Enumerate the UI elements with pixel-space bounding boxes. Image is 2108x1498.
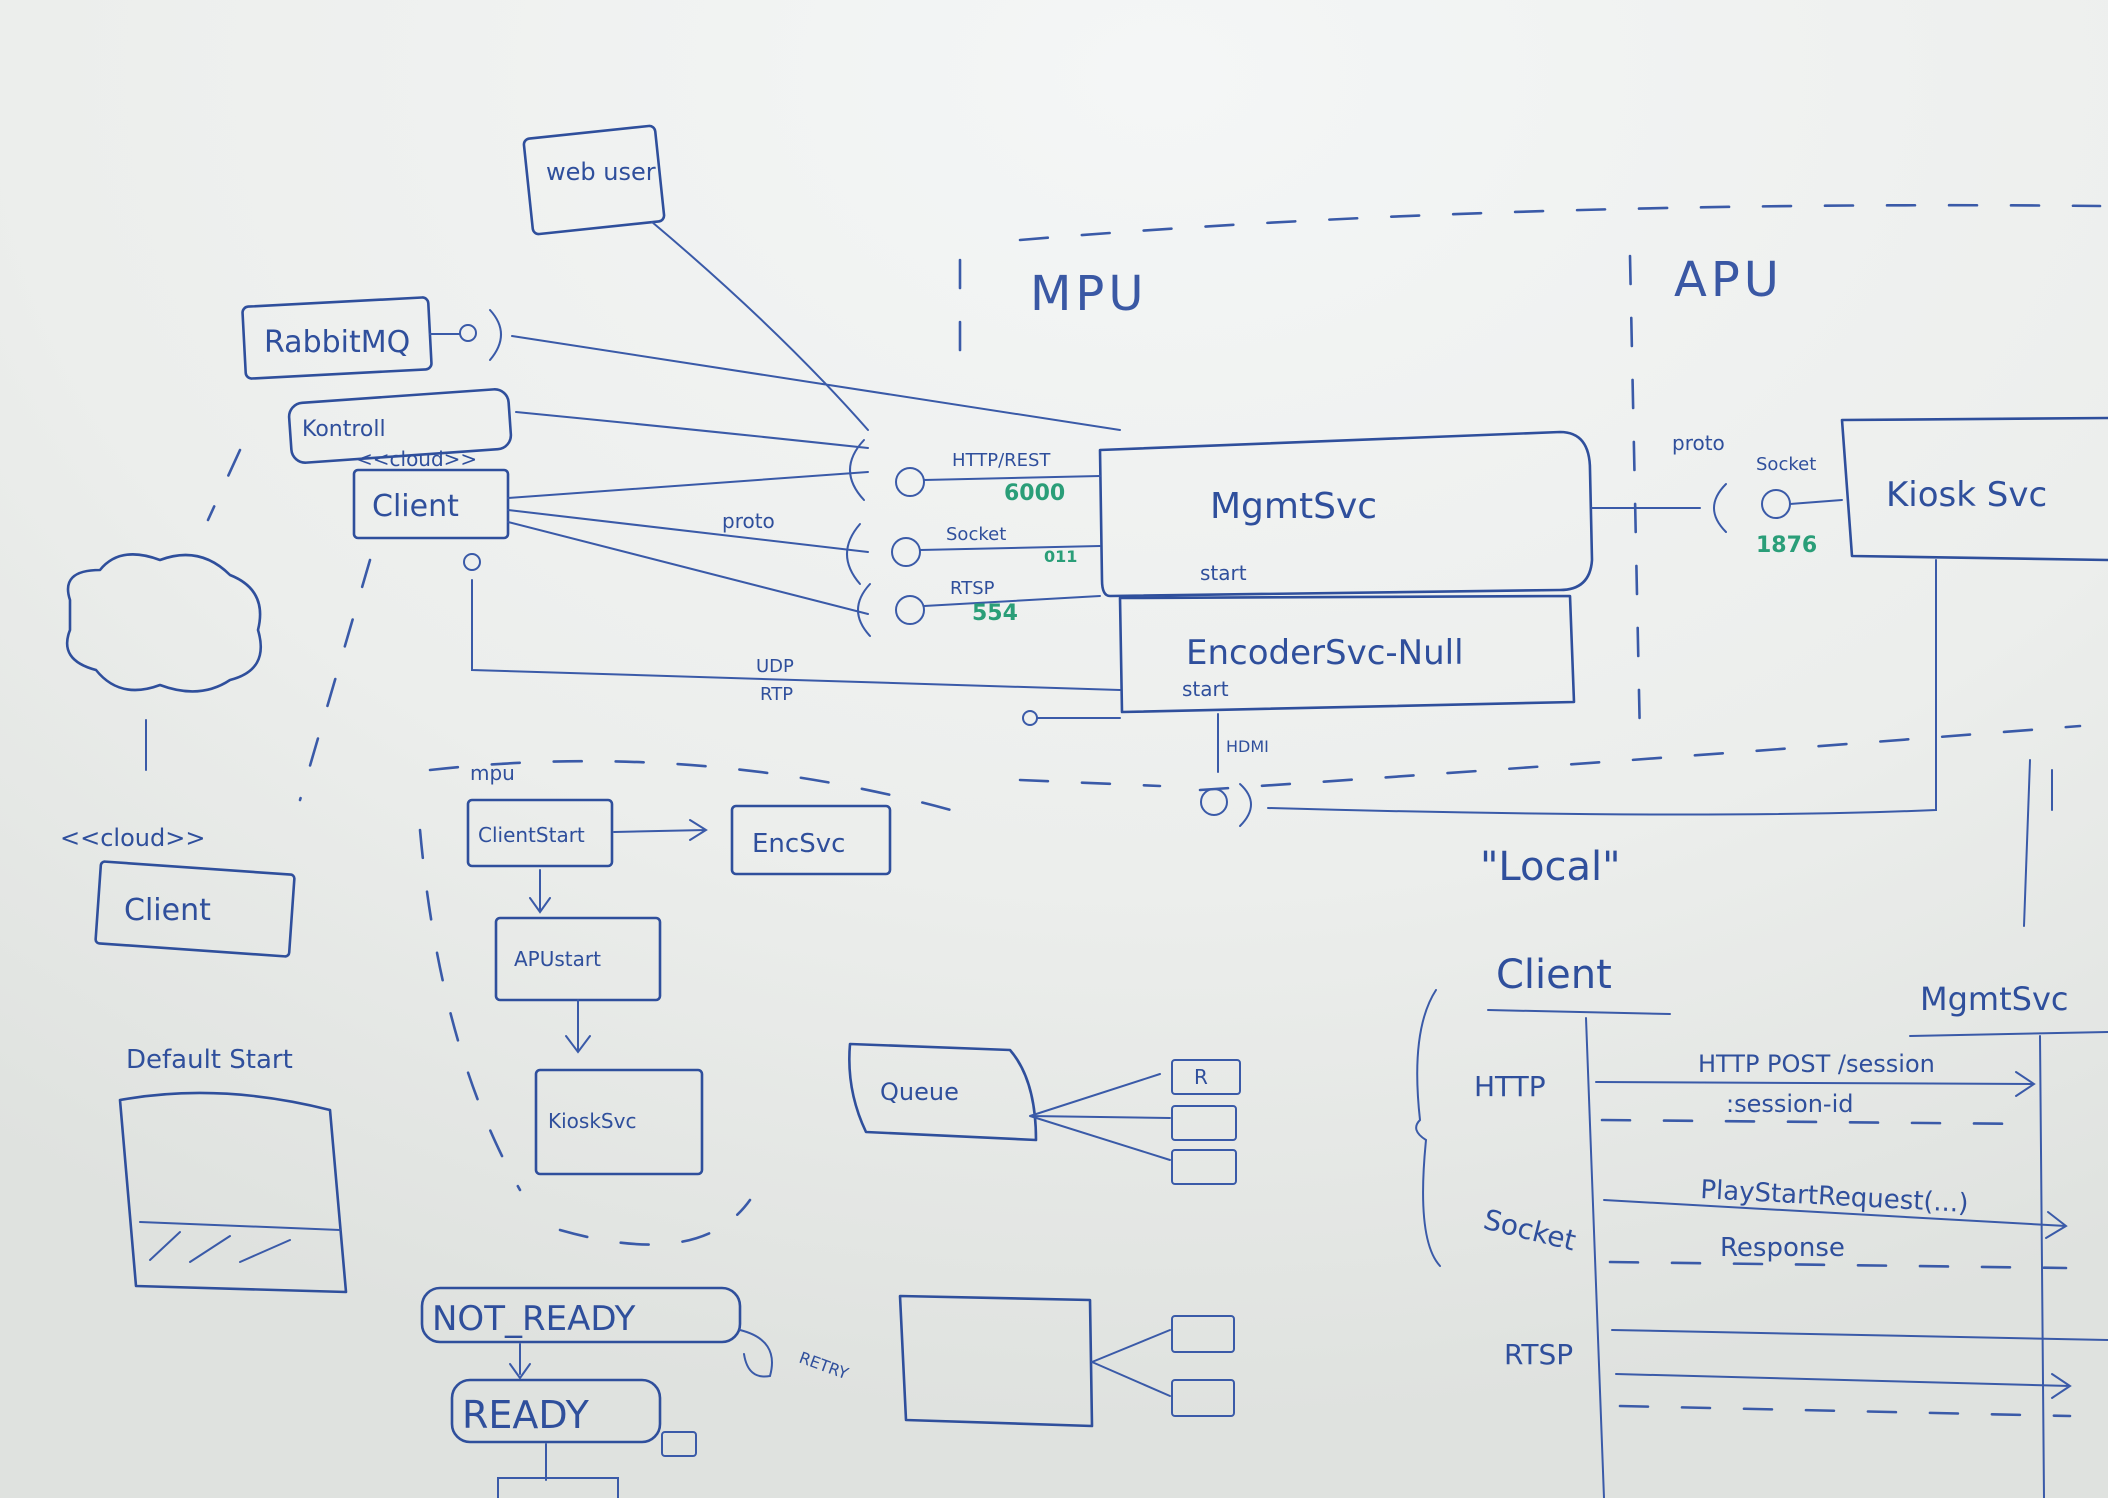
encodersvc-box: EncoderSvc-Null start (1118, 594, 1576, 714)
client-left-label: Client (124, 893, 211, 928)
client-lifeline (1585, 1017, 1605, 1498)
ready-state: READY (450, 1378, 662, 1444)
mgmtsvc-box: MgmtSvc start (1098, 430, 1594, 598)
socket-mid-label: Socket (946, 524, 1006, 545)
not-ready-label: NOT_READY (432, 1299, 636, 1339)
mpu-label: MPU (1030, 266, 1148, 322)
playstart-arrow (1603, 1199, 2068, 1239)
default-start-label: Default Start (126, 1045, 293, 1075)
client-rtsp-line (507, 521, 869, 615)
mgmtsvc-lifeline (2039, 1035, 2045, 1498)
web-user-box: web user (522, 124, 666, 236)
interface-socket: Socket 011 (846, 523, 1101, 585)
web-user-label: web user (546, 158, 656, 186)
response-return (1608, 1260, 2068, 1270)
local-label: "Local" (1480, 844, 1620, 890)
not-ready-state: NOT_READY (420, 1286, 742, 1344)
interface-rtsp: RTSP 554 (857, 578, 1101, 637)
port-socket-top-label: 1876 (1756, 533, 1817, 558)
mpu-apu-boundary-top (1018, 203, 2102, 242)
udp-label: UDP (756, 656, 794, 677)
client-left-box: Client (94, 860, 296, 958)
http-post-label: HTTP POST /session (1698, 1050, 1935, 1078)
default-start-box (118, 1091, 348, 1294)
rabbitmq-line (511, 335, 1121, 431)
udp-rtp-line (471, 579, 1121, 691)
seq-client-label: Client (1496, 952, 1612, 998)
mpu-apu-divider (1628, 254, 1642, 742)
seq-http-label: HTTP (1474, 1070, 1546, 1103)
proto-mid-label: proto (722, 509, 775, 533)
queue-r-label: R (1194, 1065, 1208, 1089)
interface-http: HTTP/REST 6000 (849, 439, 1101, 506)
kontroll-line (515, 411, 869, 449)
client-http-line (507, 471, 869, 499)
rtp-label: RTP (760, 684, 793, 705)
port-socket-mid-label: 011 (1044, 547, 1077, 566)
kiosksvc-small-box: KioskSvc (534, 1068, 704, 1176)
mgmtsvc-start: start (1200, 561, 1247, 585)
kiosk-svc-label: Kiosk Svc (1886, 475, 2047, 515)
socket-top-label: Socket (1756, 454, 1816, 475)
apustart-label: APUstart (514, 947, 601, 971)
client-top-label: Client (372, 489, 459, 524)
encodersvc-label: EncoderSvc-Null (1186, 633, 1464, 673)
hdmi-line (1267, 559, 1937, 816)
rabbitmq-box: RabbitMQ (241, 296, 502, 380)
cloud-shape (65, 553, 263, 693)
rabbitmq-label: RabbitMQ (264, 325, 410, 360)
clientstart-box: ClientStart (466, 798, 614, 868)
kiosk-svc-box: Kiosk Svc (1840, 416, 2108, 562)
kontroll-box: Kontroll (287, 388, 513, 464)
client-socket-line (507, 509, 869, 553)
client-stereotype: <<cloud>> (356, 447, 477, 471)
rtsp-arrow (1615, 1373, 2072, 1399)
port-rtsp-label: 554 (972, 601, 1018, 626)
seq-mgmtsvc-label: MgmtSvc (1920, 980, 2068, 1018)
ready-label: READY (462, 1393, 590, 1437)
encsvc-box: EncSvc (730, 804, 892, 876)
port-http-label: 6000 (1004, 481, 1065, 506)
cloud-stereotype: <<cloud>> (60, 824, 205, 852)
mgmtsvc-label: MgmtSvc (1210, 486, 1377, 527)
proto-top-label: proto (1672, 431, 1725, 455)
rtsp-mid-label: RTSP (950, 578, 995, 599)
client-top-box: Client (352, 468, 510, 540)
http-post-arrow (1595, 1071, 2036, 1097)
response-label: Response (1720, 1233, 1845, 1263)
queue-label: Queue (880, 1078, 959, 1106)
second-queue-box (898, 1294, 1094, 1428)
kontroll-label: Kontroll (302, 417, 386, 442)
queue-box: Queue (848, 1042, 1038, 1142)
seq-brace (1415, 989, 1441, 1267)
queue-fanout (1029, 1073, 1171, 1161)
apu-label: APU (1674, 252, 1783, 308)
session-id-return (1600, 1118, 2036, 1126)
clientstart-label: ClientStart (478, 823, 585, 847)
http-rest-label: HTTP/REST (952, 450, 1051, 471)
kiosksvc-small-label: KioskSvc (548, 1109, 636, 1133)
encsvc-label: EncSvc (752, 829, 845, 859)
web-user-line (651, 221, 869, 431)
rtsp-return (1618, 1404, 2072, 1418)
encodersvc-start: start (1182, 677, 1229, 701)
seq-rtsp-label: RTSP (1504, 1338, 1573, 1371)
session-id-label: :session-id (1726, 1090, 1854, 1118)
hdmi-label: HDMI (1226, 737, 1269, 756)
